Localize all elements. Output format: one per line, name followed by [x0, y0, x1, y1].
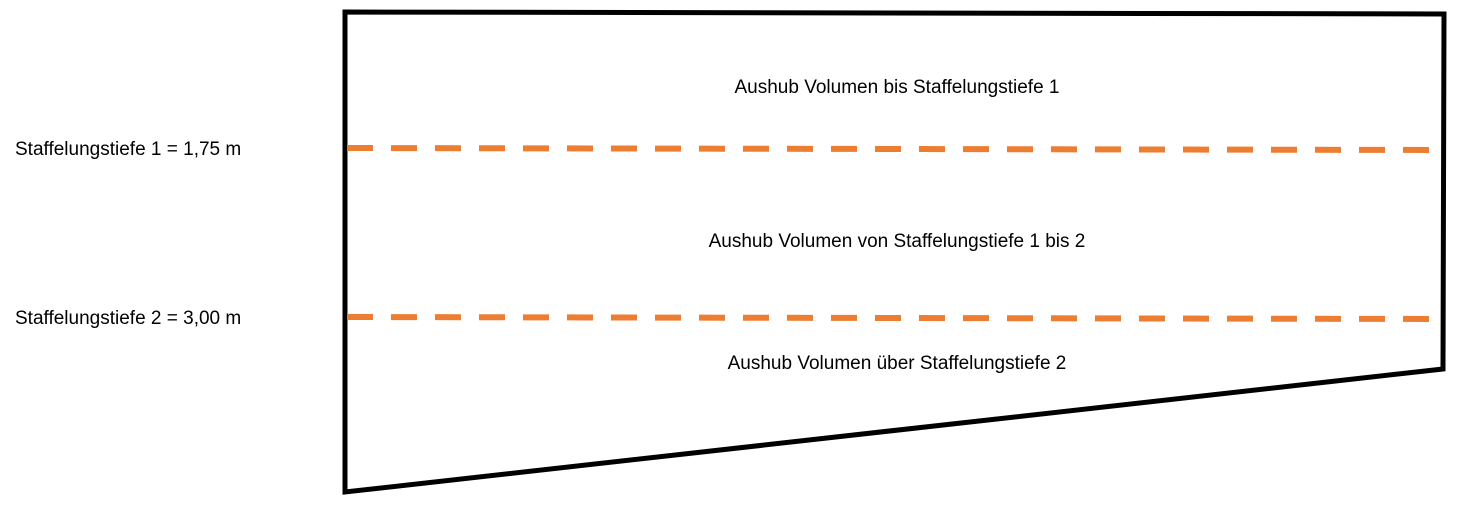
- zone-label-1: Aushub Volumen bis Staffelungstiefe 1: [735, 77, 1060, 98]
- depth-label-2: Staffelungstiefe 2 = 3,00 m: [15, 308, 241, 329]
- depth-line-2: [346, 314, 1441, 322]
- zone-label-2: Aushub Volumen von Staffelungstiefe 1 bi…: [709, 231, 1086, 252]
- depth-label-1: Staffelungstiefe 1 = 1,75 m: [15, 139, 241, 160]
- depth-line-1: [346, 145, 1441, 153]
- excavation-outline: [342, 9, 1447, 495]
- zone-label-3: Aushub Volumen über Staffelungstiefe 2: [728, 353, 1067, 374]
